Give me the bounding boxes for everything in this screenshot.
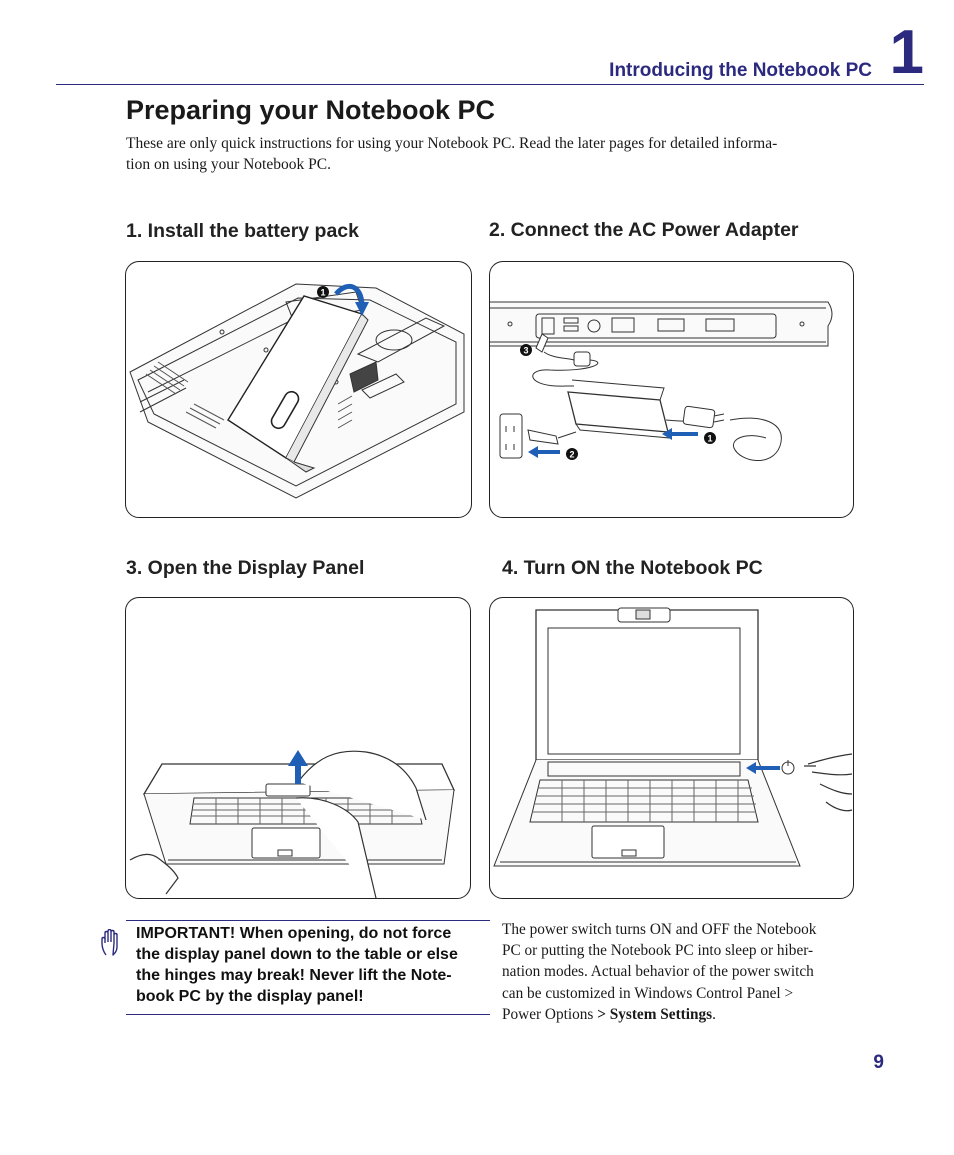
svg-text:1: 1 [320, 288, 325, 298]
power-line: The power switch turns ON and OFF the No… [502, 921, 817, 938]
step-3-heading: 3. Open the Display Panel [126, 557, 365, 579]
page-number: 9 [873, 1052, 884, 1073]
open-display-panel [125, 597, 471, 899]
page-title: Preparing your Notebook PC [126, 95, 496, 125]
callout-3 [520, 344, 532, 356]
step-4-heading: 4. Turn ON the Notebook PC [502, 557, 763, 579]
battery-install-illustration: 1 [129, 283, 465, 499]
chapter-title: Introducing the Notebook PC [609, 60, 872, 81]
power-line: PC or putting the Notebook PC into sleep… [502, 942, 814, 960]
callout-1 [317, 286, 329, 298]
note-line: IMPORTANT! When opening, do not force [136, 925, 452, 942]
power-line: Power Options [502, 1005, 598, 1023]
battery-install-panel: 1 [125, 261, 472, 518]
ac-adapter-panel: 3 1 2 [489, 261, 854, 518]
power-switch-note: The power switch turns ON and OFF the No… [502, 919, 854, 1025]
power-line-end: . [712, 1005, 716, 1023]
intro-line: These are only quick instructions for us… [126, 135, 778, 152]
callout-2 [566, 448, 578, 460]
intro-line: tion on using your Notebook PC. [126, 156, 331, 173]
hand-icon [100, 928, 124, 962]
power-on-illustration [493, 607, 853, 867]
power-line: nation modes. Actual behavior of the pow… [502, 963, 814, 981]
ac-adapter-illustration: 3 1 2 [490, 301, 833, 461]
important-note: IMPORTANT! When opening, do not force th… [136, 923, 486, 1007]
note-top-rule [126, 920, 490, 921]
svg-text:3: 3 [523, 346, 528, 356]
note-line: the hinges may break! Never lift the Not… [136, 967, 452, 984]
note-bottom-rule [126, 1014, 490, 1015]
svg-text:2: 2 [569, 450, 574, 460]
intro-paragraph: These are only quick instructions for us… [126, 133, 861, 175]
note-line: book PC by the display panel! [136, 988, 364, 1005]
chapter-number: 1 [889, 18, 924, 87]
header-rule [56, 84, 924, 85]
power-line: can be customized in Windows Control Pan… [502, 984, 794, 1002]
svg-text:1: 1 [707, 434, 712, 444]
callout-1 [704, 432, 716, 444]
note-line: the display panel down to the table or e… [136, 946, 458, 963]
open-display-illustration [129, 750, 456, 898]
step-2-heading: 2. Connect the AC Power Adapter [489, 219, 799, 241]
system-settings-label: > System Settings [597, 1005, 713, 1023]
power-on-panel [489, 597, 854, 899]
step-1-heading: 1. Install the battery pack [126, 220, 360, 242]
